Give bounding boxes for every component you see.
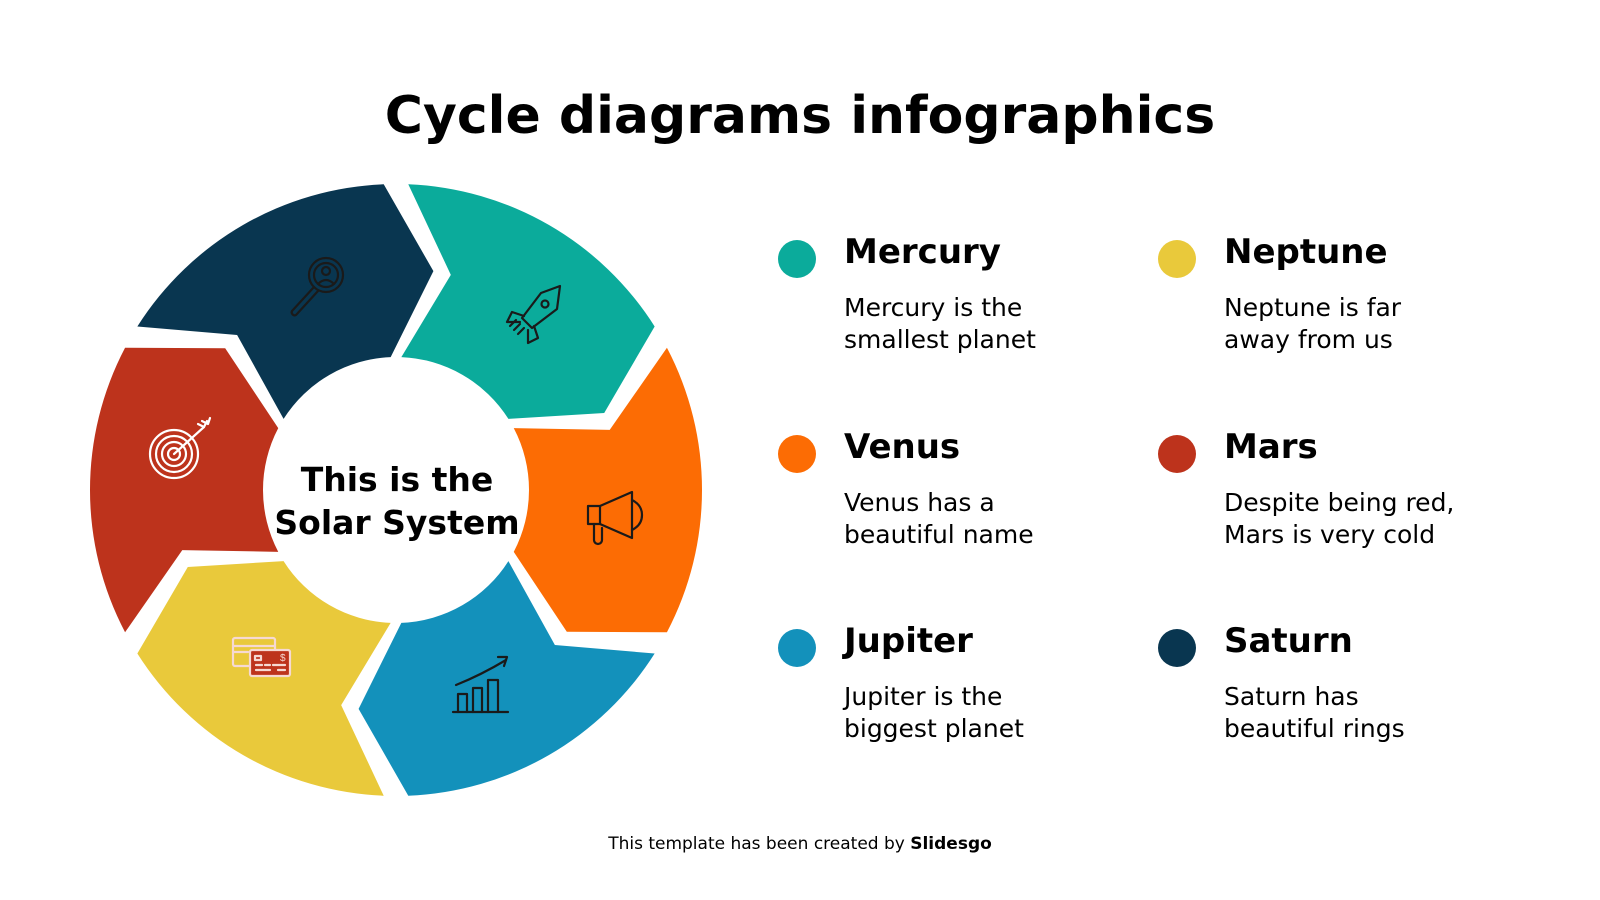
color-dot: [1158, 435, 1196, 473]
desc-line: away from us: [1224, 325, 1393, 354]
cycle-segment-venus: [513, 347, 703, 633]
item-title: Mercury: [844, 232, 1001, 272]
desc-line: Mars is very cold: [1224, 520, 1436, 549]
desc-line: beautiful name: [844, 520, 1034, 549]
item-description: Despite being red, Mars is very cold: [1224, 487, 1524, 551]
item-title: Jupiter: [844, 621, 973, 661]
page-title: Cycle diagrams infographics: [384, 86, 1216, 146]
item-description: Neptune is far away from us: [1224, 292, 1524, 356]
desc-line: Despite being red,: [1224, 488, 1455, 517]
item-title: Neptune: [1224, 232, 1388, 272]
item-description: Saturn has beautiful rings: [1224, 681, 1524, 745]
item-description: Mercury is the smallest planet: [844, 292, 1144, 356]
footer-brand: Slidesgo: [910, 834, 992, 854]
cycle-segment-jupiter: [358, 561, 655, 796]
color-dot: [778, 240, 816, 278]
desc-line: Jupiter is the: [844, 682, 1003, 711]
cycle-segment-saturn: [137, 184, 434, 419]
desc-line: biggest planet: [844, 714, 1024, 743]
cycle-segment-neptune: [137, 561, 391, 796]
cycle-segment-mercury: [401, 184, 655, 419]
color-dot: [778, 629, 816, 667]
desc-line: smallest planet: [844, 325, 1036, 354]
item-title: Saturn: [1224, 621, 1353, 661]
center-line-1: This is the: [300, 460, 494, 499]
desc-line: beautiful rings: [1224, 714, 1405, 743]
item-title: Mars: [1224, 427, 1318, 467]
center-label: This is the Solar System: [266, 458, 528, 544]
search-person-icon: [290, 256, 345, 317]
growth-chart-icon: [451, 655, 510, 714]
item-title: Venus: [844, 427, 961, 467]
item-description: Venus has a beautiful name: [844, 487, 1144, 551]
item-description: Jupiter is the biggest planet: [844, 681, 1144, 745]
center-line-2: Solar System: [274, 503, 520, 542]
cycle-segment-mars: [89, 347, 279, 633]
rocket-icon: [505, 284, 562, 345]
desc-line: Saturn has: [1224, 682, 1359, 711]
color-dot: [1158, 240, 1196, 278]
megaphone-icon: [586, 490, 644, 546]
desc-line: Venus has a: [844, 488, 995, 517]
color-dot: [778, 435, 816, 473]
credit-cards-icon: $: [231, 636, 292, 678]
footer-prefix: This template has been created by: [608, 834, 911, 854]
target-icon: [148, 416, 212, 480]
footer-credit: This template has been created by Slides…: [0, 834, 1600, 854]
desc-line: Mercury is the: [844, 293, 1023, 322]
color-dot: [1158, 629, 1196, 667]
desc-line: Neptune is far: [1224, 293, 1402, 322]
svg-text:$: $: [280, 653, 286, 664]
